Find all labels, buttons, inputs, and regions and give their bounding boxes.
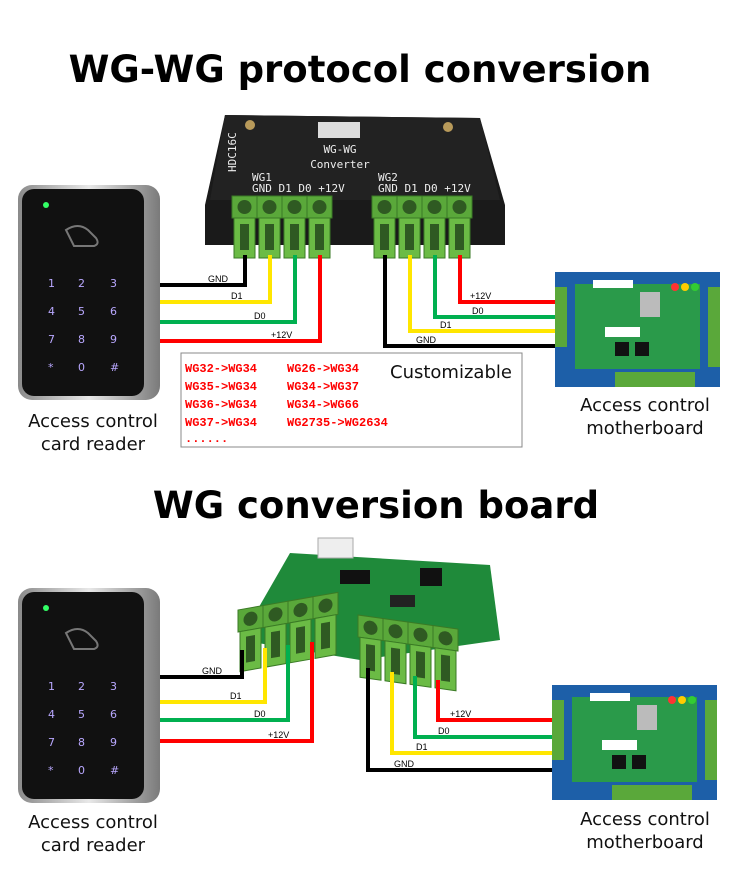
svg-text:#: # [110, 361, 119, 374]
svg-text:9: 9 [110, 333, 117, 346]
motherboard-image-2 [552, 685, 717, 800]
svg-text:4: 4 [48, 305, 55, 318]
customizable-note: Customizable [390, 362, 512, 383]
svg-text:8: 8 [78, 333, 85, 346]
svg-text:D1: D1 [416, 742, 428, 752]
svg-text:......: ...... [185, 432, 228, 446]
port1-label: WG1 [252, 171, 272, 184]
card-reader-image: 1 2 3 4 5 6 7 8 9 * 0 # [17, 184, 161, 401]
svg-text:*: * [48, 361, 54, 374]
svg-text:7: 7 [48, 333, 55, 346]
svg-text:0: 0 [78, 764, 85, 777]
svg-text:card reader: card reader [41, 835, 146, 856]
svg-text:7: 7 [48, 736, 55, 749]
bottom-wires-left [160, 642, 314, 743]
svg-text:D0: D0 [438, 726, 450, 736]
converter-line1: WG-WG [323, 143, 356, 156]
svg-text:+12V: +12V [450, 709, 471, 719]
top-wires-left [160, 255, 322, 343]
port1-pins: GND D1 D0 +12V [252, 182, 345, 195]
svg-text:5: 5 [78, 305, 85, 318]
svg-text:motherboard: motherboard [586, 832, 703, 853]
converter-model: HDC16C [226, 132, 239, 172]
svg-text:0: 0 [78, 361, 85, 374]
conversion-board-image [237, 537, 500, 692]
port2-label: WG2 [378, 171, 398, 184]
svg-text:GND: GND [202, 666, 223, 676]
top-wires-right [383, 255, 560, 348]
svg-text:1: 1 [48, 680, 55, 693]
wg-converter-image: WG-WG Converter HDC16C WG1 WG2 GND D1 D0… [205, 115, 505, 259]
svg-text:WG34->WG66: WG34->WG66 [287, 398, 359, 412]
svg-text:2: 2 [78, 277, 85, 290]
svg-text:*: * [48, 764, 54, 777]
port2-pins: GND D1 D0 +12V [378, 182, 471, 195]
svg-text:GND: GND [416, 335, 437, 345]
svg-text:6: 6 [110, 708, 117, 721]
svg-text:WG35->WG34: WG35->WG34 [185, 380, 257, 394]
svg-text:9: 9 [110, 736, 117, 749]
svg-text:3: 3 [110, 680, 117, 693]
svg-text:5: 5 [78, 708, 85, 721]
wire-label-12v: +12V [271, 330, 292, 340]
svg-text:Access control: Access control [580, 395, 710, 416]
svg-text:#: # [110, 764, 119, 777]
svg-text:4: 4 [48, 708, 55, 721]
svg-text:D1: D1 [440, 320, 452, 330]
svg-text:D0: D0 [472, 306, 484, 316]
svg-text:WG36->WG34: WG36->WG34 [185, 398, 257, 412]
svg-text:WG34->WG37: WG34->WG37 [287, 380, 359, 394]
svg-text:WG32->WG34: WG32->WG34 [185, 362, 257, 376]
svg-text:8: 8 [78, 736, 85, 749]
conversion-table: WG32->WG34 WG35->WG34 WG36->WG34 WG37->W… [180, 352, 523, 448]
wire-label-d1: D1 [231, 291, 243, 301]
svg-text:+12V: +12V [268, 730, 289, 740]
svg-text:Access control: Access control [28, 812, 158, 833]
svg-text:D1: D1 [230, 691, 242, 701]
svg-text:D0: D0 [254, 709, 266, 719]
svg-text:card reader: card reader [41, 434, 146, 455]
top-title: WG-WG protocol conversion [69, 48, 652, 91]
svg-text:2: 2 [78, 680, 85, 693]
wire-label-gnd: GND [208, 274, 229, 284]
svg-text:6: 6 [110, 305, 117, 318]
svg-text:3: 3 [110, 277, 117, 290]
svg-text:Access control: Access control [28, 411, 158, 432]
motherboard-image [555, 272, 720, 387]
bottom-title: WG conversion board [153, 484, 599, 527]
svg-text:1: 1 [48, 277, 55, 290]
card-reader-image-2: 1 2 3 4 5 6 7 8 9 * 0 # [17, 587, 161, 804]
bottom-wires-right [366, 668, 552, 772]
svg-text:Access control: Access control [580, 809, 710, 830]
wire-label-d0: D0 [254, 311, 266, 321]
converter-line2: Converter [310, 158, 370, 171]
svg-text:+12V: +12V [470, 291, 491, 301]
svg-text:WG2735->WG2634: WG2735->WG2634 [287, 416, 388, 430]
svg-text:motherboard: motherboard [586, 418, 703, 439]
svg-text:WG37->WG34: WG37->WG34 [185, 416, 257, 430]
svg-text:WG26->WG34: WG26->WG34 [287, 362, 359, 376]
keypad: 1 2 3 4 5 6 7 8 9 * 0 # [48, 277, 119, 374]
svg-text:GND: GND [394, 759, 415, 769]
